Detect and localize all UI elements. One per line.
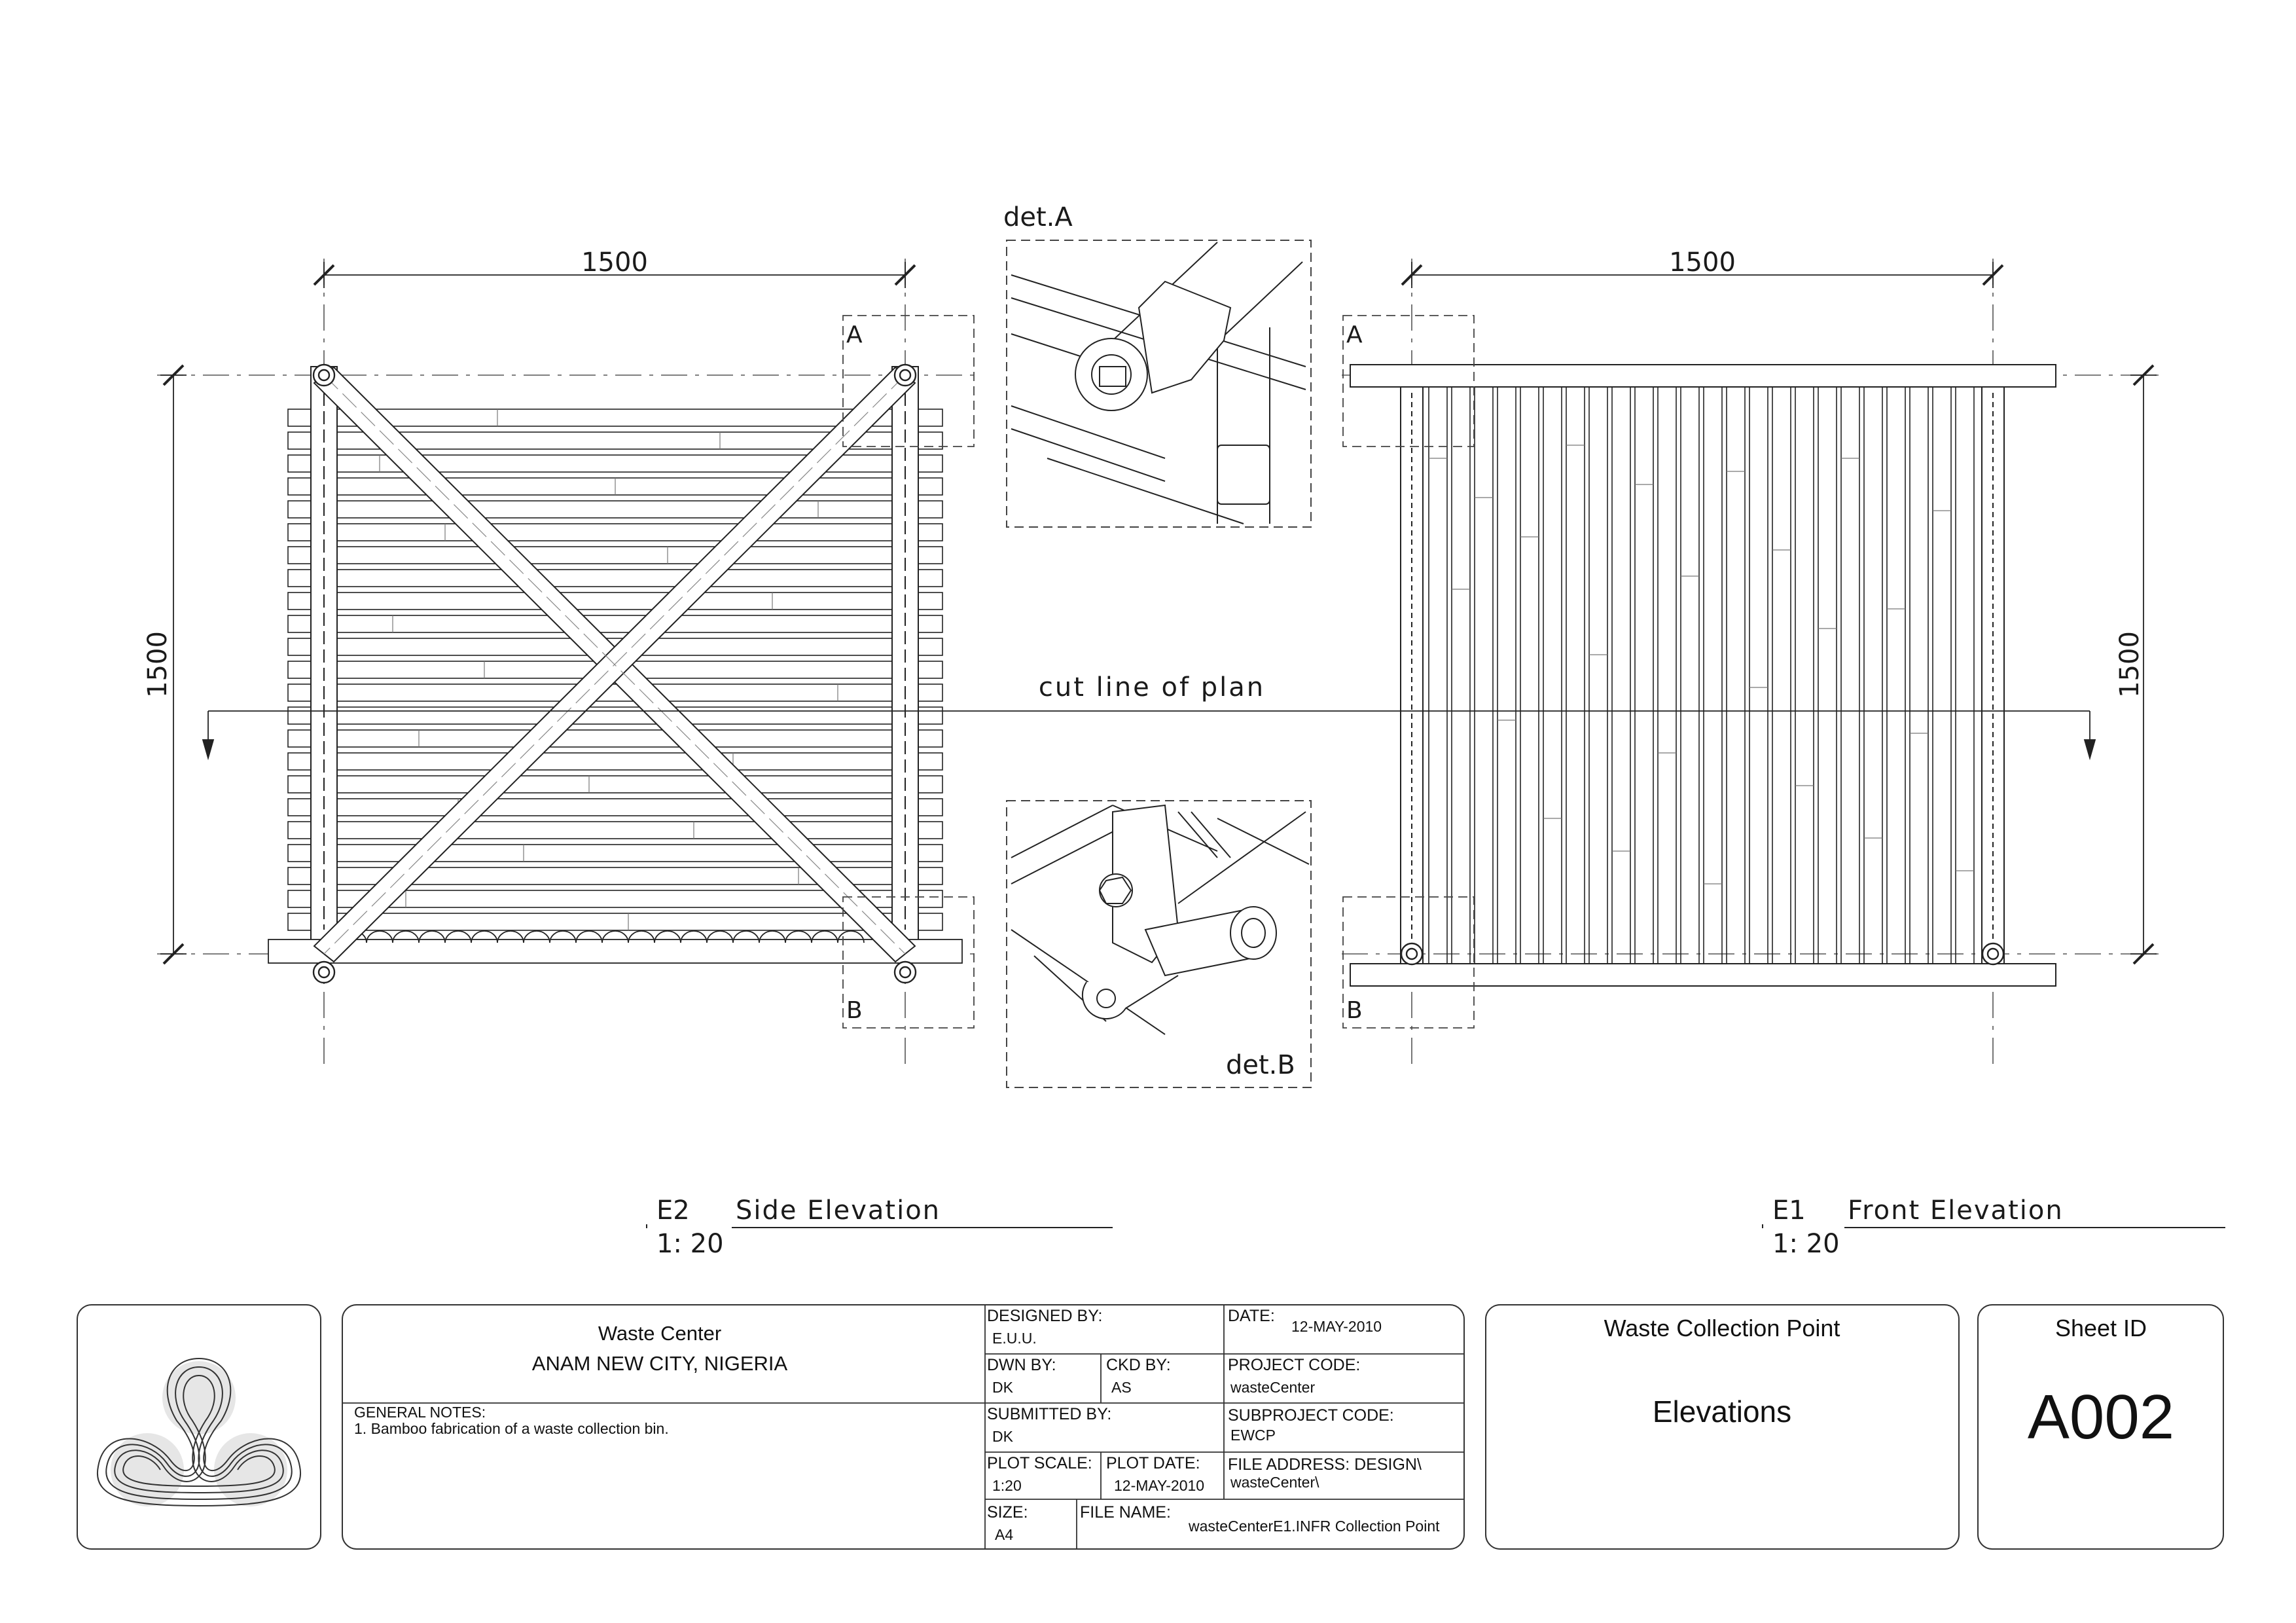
front-bamboo-nodes	[1429, 445, 1974, 884]
detail-b-drawing	[1006, 800, 1312, 1088]
sheet-id-label: Sheet ID	[2055, 1315, 2147, 1341]
dwn-by-label: DWN BY:	[987, 1356, 1056, 1374]
view-scale-side: 1: 20	[656, 1229, 724, 1259]
front-height-dimension	[2130, 364, 2157, 965]
side-cross-bracing	[313, 366, 916, 963]
size-value: A4	[995, 1526, 1013, 1543]
front-width-dim-text: 1500	[1669, 247, 1736, 278]
drawing-title-box	[1485, 1304, 1960, 1550]
project-info-box	[342, 1304, 1465, 1550]
project-code-label: PROJECT CODE:	[1228, 1356, 1360, 1374]
drawing-title: Waste Collection Point	[1604, 1315, 1840, 1341]
subproject-code-value: EWCP	[1230, 1427, 1276, 1444]
ckd-by-label: CKD BY:	[1106, 1356, 1171, 1374]
plot-date-value: 12-MAY-2010	[1114, 1477, 1204, 1494]
view-scale-front: 1: 20	[1772, 1229, 1840, 1259]
front-marker-a: A	[1346, 321, 1363, 348]
designed-by-value: E.U.U.	[992, 1330, 1037, 1347]
front-detail-callouts	[1342, 315, 1475, 1029]
front-height-dim-text: 1500	[2115, 631, 2145, 698]
front-vertical-slats	[1428, 386, 1975, 964]
detail-b-label: det.B	[1226, 1050, 1295, 1080]
front-end-posts	[1400, 386, 2005, 964]
dwn-by-value: DK	[992, 1379, 1014, 1396]
ckd-by-value: AS	[1111, 1379, 1132, 1396]
file-address-label: FILE ADDRESS: DESIGN\	[1228, 1455, 1422, 1474]
plot-scale-value: 1:20	[992, 1477, 1022, 1494]
view-title-side-text: Side Elevation	[736, 1195, 941, 1226]
project-location: ANAM NEW CITY, NIGERIA	[532, 1352, 788, 1375]
front-width-dimension	[1401, 262, 2004, 288]
side-marker-b: B	[846, 997, 863, 1024]
side-detail-callouts	[842, 315, 975, 1029]
front-elevation-drawing	[1342, 259, 2160, 1070]
file-address-value: wasteCenter\	[1230, 1474, 1319, 1491]
view-id-e2: E2	[656, 1195, 690, 1226]
side-width-dimension	[313, 262, 916, 288]
cut-line	[202, 710, 2096, 761]
file-name-label: FILE NAME:	[1080, 1503, 1171, 1522]
plot-date-label: PLOT DATE:	[1106, 1454, 1200, 1472]
date-value: 12-MAY-2010	[1291, 1318, 1382, 1335]
view-title-front: E1 Front Elevation 1: 20	[1762, 1195, 2225, 1259]
side-height-dim-text: 1500	[143, 631, 173, 698]
side-height-dimension	[160, 364, 187, 965]
project-name: Waste Center	[598, 1322, 721, 1345]
subproject-code-label: SUBPROJECT CODE:	[1228, 1406, 1394, 1425]
designed-by-label: DESIGNED BY:	[987, 1307, 1102, 1325]
file-name-value: wasteCenterE1.INFR Collection Point	[1188, 1518, 1440, 1535]
sheet-id-box	[1977, 1304, 2224, 1550]
front-marker-b: B	[1346, 997, 1363, 1024]
date-label: DATE:	[1228, 1307, 1275, 1325]
side-elevation-drawing	[157, 259, 982, 1070]
detail-a-label: det.A	[1003, 202, 1073, 232]
plot-scale-label: PLOT SCALE:	[987, 1454, 1092, 1472]
side-marker-a: A	[846, 321, 863, 348]
view-title-side: E2 Side Elevation 1: 20	[646, 1195, 1113, 1259]
cut-line-label: cut line of plan	[1039, 672, 1265, 702]
sheet-id-value: A002	[2028, 1382, 2174, 1452]
trefoil-logo-icon	[96, 1357, 302, 1507]
view-id-e1: E1	[1772, 1195, 1806, 1226]
logo-box	[77, 1304, 321, 1550]
side-corner-bolts	[312, 363, 917, 984]
size-label: SIZE:	[987, 1503, 1028, 1522]
general-notes-label: GENERAL NOTES:	[354, 1404, 486, 1421]
view-title-front-text: Front Elevation	[1848, 1195, 2064, 1226]
front-bottom-rail	[1350, 963, 2056, 987]
side-bottom-rail	[268, 930, 963, 964]
side-width-dim-text: 1500	[581, 247, 648, 278]
submitted-by-value: DK	[992, 1428, 1014, 1445]
project-code-value: wasteCenter	[1230, 1379, 1315, 1396]
front-bolts	[1400, 942, 2005, 966]
detail-a-drawing	[1006, 240, 1312, 528]
front-top-rail	[1350, 364, 2056, 388]
general-notes-text: 1. Bamboo fabrication of a waste collect…	[354, 1420, 669, 1437]
drawing-subtitle: Elevations	[1653, 1395, 1791, 1429]
submitted-by-label: SUBMITTED BY:	[987, 1405, 1111, 1423]
